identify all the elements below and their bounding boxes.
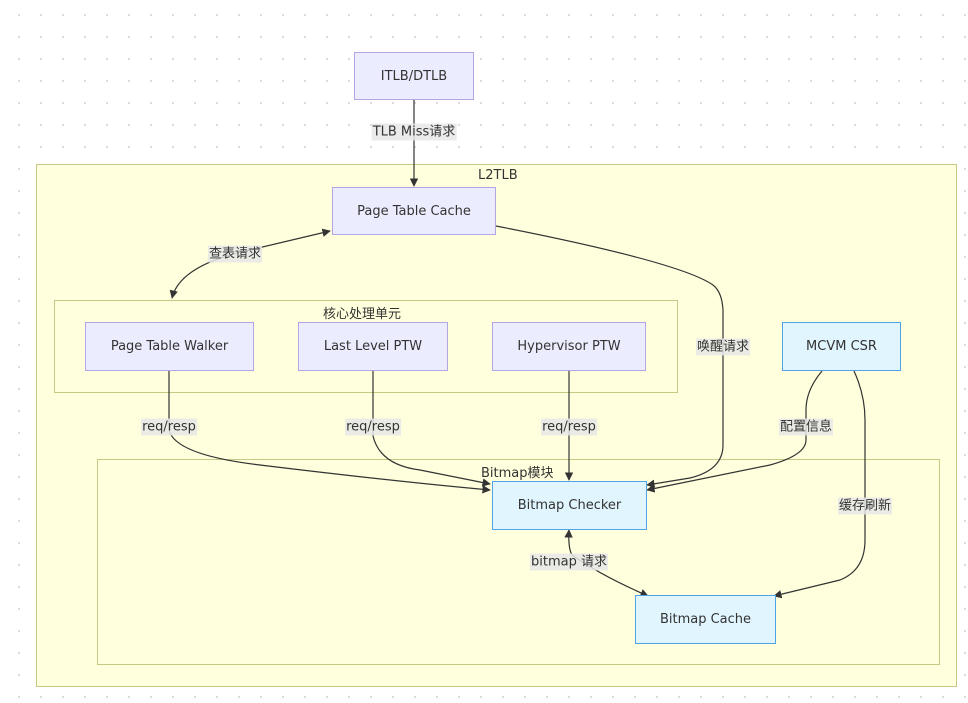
edge-label-lookup-request: 查表请求: [207, 245, 263, 263]
node-label: Bitmap Cache: [659, 612, 752, 627]
cluster-title-core-processing: 核心处理单元: [323, 307, 402, 322]
edge-label-tlb-miss: TLB Miss请求: [371, 123, 457, 141]
node-page-table-cache[interactable]: Page Table Cache: [332, 187, 496, 235]
node-bitmap-cache[interactable]: Bitmap Cache: [635, 595, 776, 644]
edge-label-config-info: 配置信息: [778, 418, 834, 436]
edge-ptc-to-checker-wake: [495, 225, 724, 488]
edge-llptw-to-checker: [372, 371, 491, 487]
edge-ptc-core-bidir: [169, 228, 331, 299]
edge-label-req-resp-llptw: req/resp: [345, 418, 401, 436]
node-label: MCVM CSR: [806, 339, 877, 354]
node-page-table-walker[interactable]: Page Table Walker: [85, 322, 254, 371]
edge-mcvm-to-bcache: [773, 370, 866, 599]
edge-label-bitmap-request: bitmap 请求: [530, 553, 608, 571]
edge-label-cache-flush: 缓存刷新: [837, 497, 893, 515]
edge-mcvm-to-checker: [646, 370, 823, 493]
cluster-title-l2tlb: L2TLB: [478, 168, 518, 183]
node-last-level-ptw[interactable]: Last Level PTW: [298, 322, 448, 371]
node-label: Hypervisor PTW: [517, 339, 621, 354]
node-bitmap-checker[interactable]: Bitmap Checker: [492, 481, 647, 530]
edge-label-wake-request: 唤醒请求: [695, 338, 751, 356]
node-label: Page Table Cache: [357, 203, 471, 219]
node-hypervisor-ptw[interactable]: Hypervisor PTW: [492, 322, 646, 371]
edge-label-req-resp-hptw: req/resp: [541, 418, 597, 436]
edge-ptw-to-checker: [168, 371, 491, 494]
edge-label-req-resp-ptw: req/resp: [141, 418, 197, 436]
node-itlb-dtlb[interactable]: ITLB/DTLB: [354, 52, 474, 100]
node-mcvm-csr[interactable]: MCVM CSR: [782, 322, 901, 371]
node-label: Bitmap Checker: [517, 498, 622, 513]
node-label: Last Level PTW: [323, 339, 423, 354]
node-label: ITLB/DTLB: [380, 68, 448, 84]
cluster-title-bitmap-module: Bitmap模块: [481, 466, 554, 481]
node-label: Page Table Walker: [110, 339, 229, 354]
